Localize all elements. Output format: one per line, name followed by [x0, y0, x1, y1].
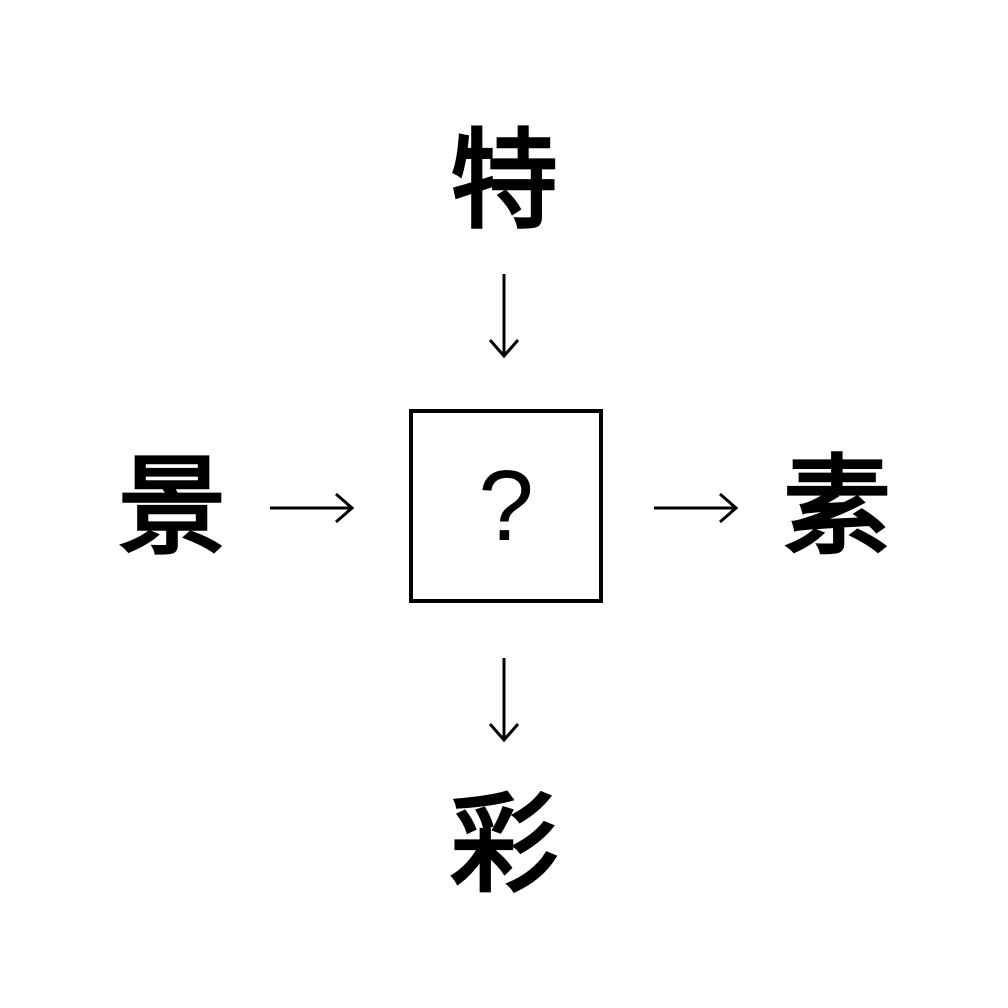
arrow-down-icon — [488, 274, 520, 359]
kanji-bottom: 彩 — [449, 783, 558, 908]
kanji-right: 素 — [782, 445, 891, 570]
arrow-right-icon — [270, 492, 355, 524]
kanji-top: 特 — [449, 119, 558, 244]
answer-placeholder: ? — [478, 450, 534, 562]
arrow-down-icon — [488, 658, 520, 743]
answer-box[interactable]: ? — [409, 409, 603, 603]
arrow-right-icon — [654, 492, 739, 524]
kanji-left: 景 — [117, 445, 226, 570]
